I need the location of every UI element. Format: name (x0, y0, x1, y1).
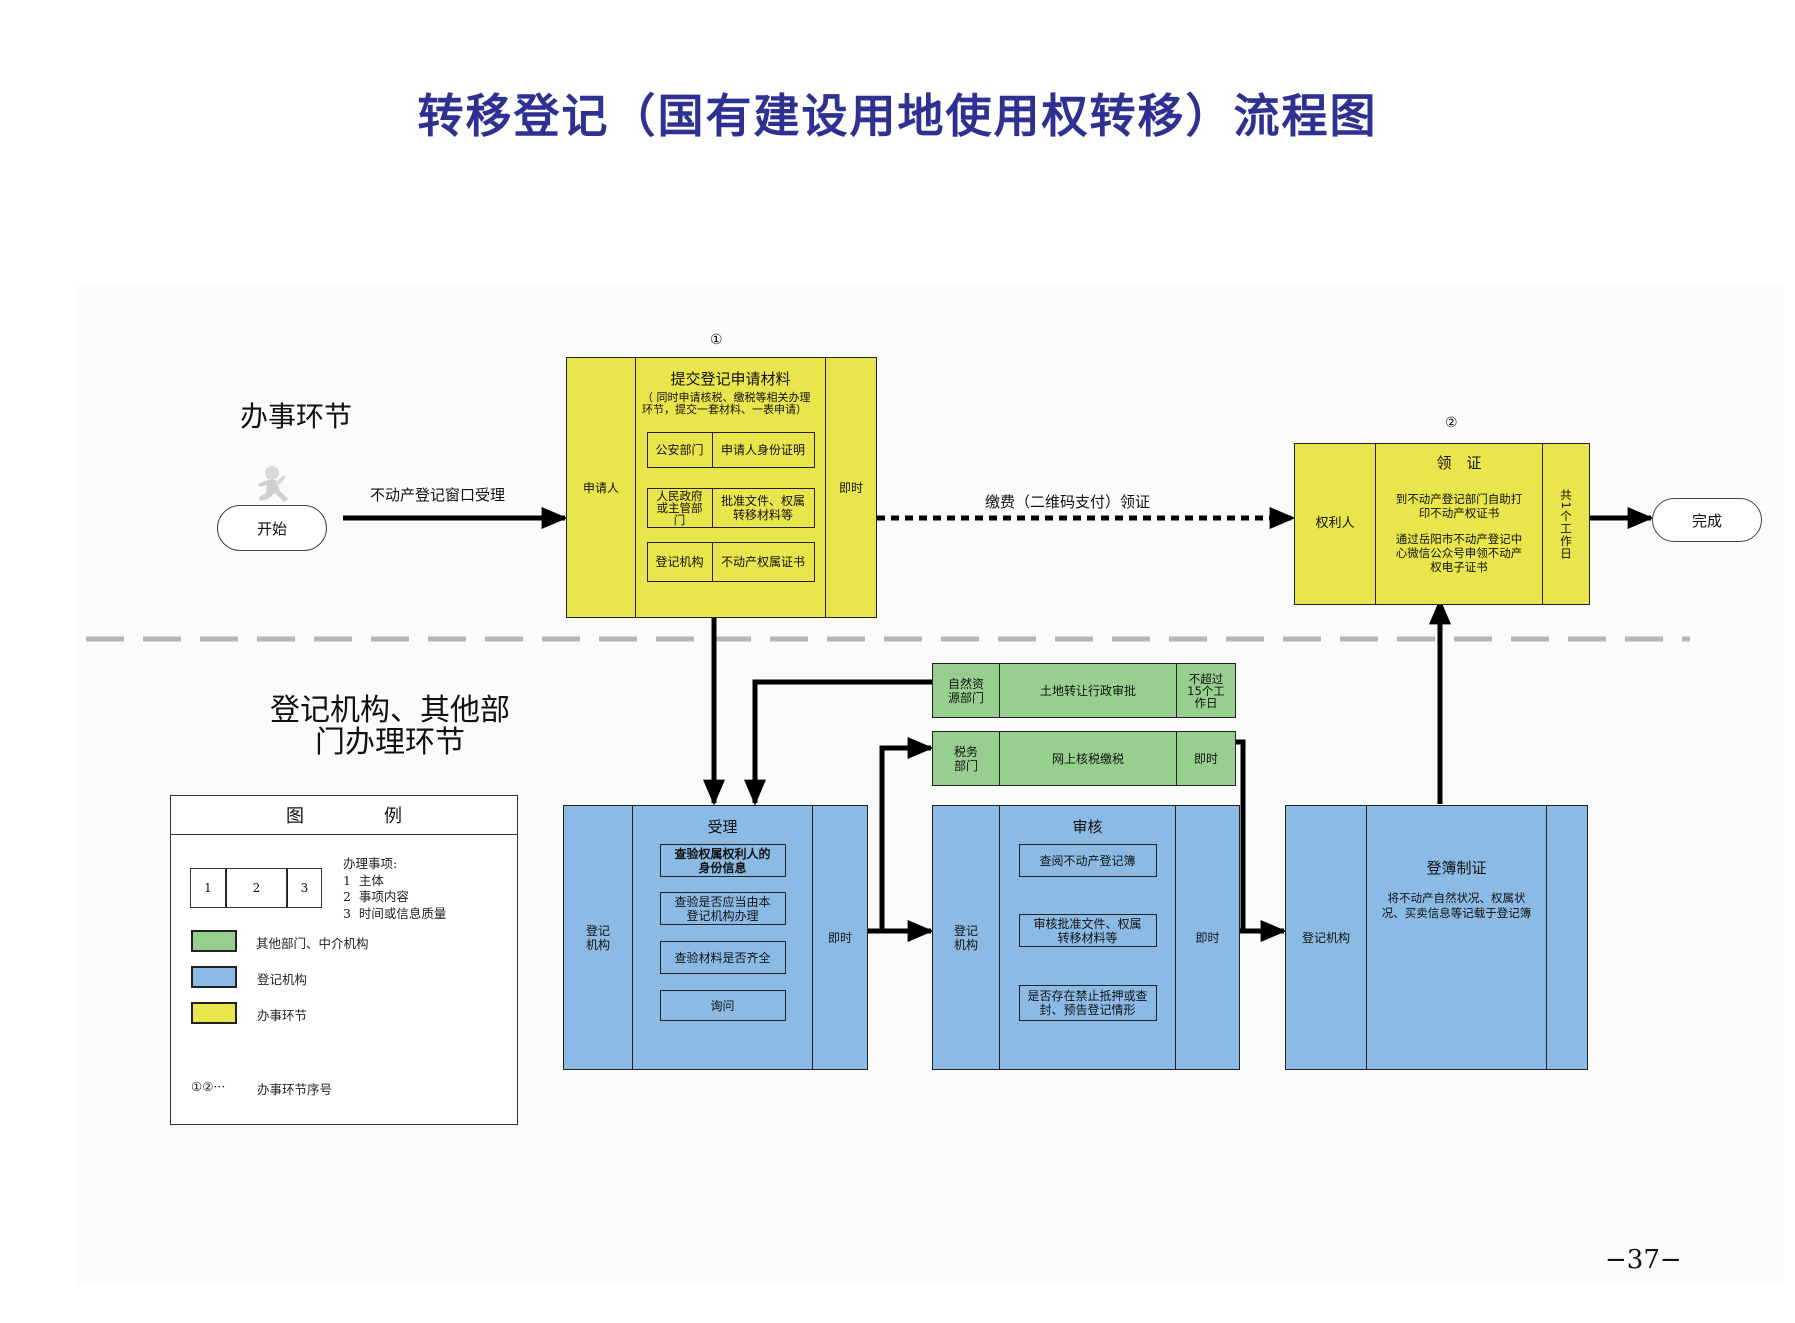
review-content: 审核 查阅不动产登记簿 审核批准文件、权属转移材料等 是否存在禁止抵押或查封、预… (999, 806, 1175, 1069)
blue-subject: 登记机构 (585, 923, 610, 952)
green-time: 不超过15个工作日 (1176, 664, 1235, 717)
register-desc: 将不动产自然状况、权属状况、买卖信息等记载于登记簿 (1381, 891, 1532, 920)
step2-content: 领 证 到不动产登记部门自助打印不动产权证书 通过岳阳市不动产登记中心微信公众号… (1375, 444, 1542, 604)
step2-collect-box: 权利人 领 证 到不动产登记部门自助打印不动产权证书 通过岳阳市不动产登记中心微… (1294, 443, 1590, 605)
material-row: 登记机构 不动产权属证书 (646, 542, 815, 582)
material-item: 批准文件、权属转移材料等 (711, 489, 814, 527)
page-title: 转移登记（国有建设用地使用权转移）流程图 (417, 89, 1378, 143)
step1-subject: 申请人 (582, 480, 619, 495)
arrow-label-window-accept: 不动产登记窗口受理 (370, 486, 506, 504)
legend-swatch-yellow (191, 1002, 237, 1024)
arrow-label-pay-collect: 缴费（二维码支付）领证 (985, 493, 1151, 511)
section-label-bottom: 登记机构、其他部 门办理环节 (250, 695, 530, 759)
legend-swatch-green (191, 930, 237, 952)
legend-cell-sample: 1 2 3 (190, 868, 322, 908)
legend-seq-label: 办事环节序号 (257, 1082, 333, 1097)
accept-title: 受理 (707, 818, 738, 836)
step1-time: 即时 (825, 358, 876, 617)
material-row: 人民政府或主管部门 批准文件、权属转移材料等 (646, 488, 815, 528)
page-number: −37− (1605, 1245, 1682, 1275)
section-label-bottom-line2: 门办理环节 (315, 725, 465, 760)
green-content: 网上核税缴税 (999, 732, 1176, 785)
legend-item: 2 事项内容 (343, 889, 409, 904)
blue-time: 即时 (1175, 806, 1239, 1069)
material-item: 申请人身份证明 (711, 433, 814, 467)
step2-title: 领 证 (1436, 454, 1482, 472)
step2-subject: 权利人 (1315, 516, 1355, 531)
review-title: 审核 (1072, 818, 1103, 836)
legend-items: 办理事项: 1 主体 2 事项内容 3 时间或信息质量 (343, 856, 446, 922)
section-label-bottom-line1: 登记机构、其他部 (270, 693, 510, 728)
check-item: 询问 (659, 990, 786, 1021)
check-item: 查验权属权利人的身份信息 (659, 844, 786, 877)
end-node[interactable]: 完成 (1652, 498, 1762, 542)
review-item: 是否存在禁止抵押或查封、预告登记情形 (1018, 985, 1157, 1021)
green-subject: 自然资源部门 (947, 676, 984, 705)
accept-content: 受理 查验权属权利人的身份信息 查验是否应当由本登记机构办理 查验材料是否齐全 … (632, 806, 812, 1069)
material-source: 登记机构 (655, 555, 704, 569)
start-node[interactable]: 开始 (217, 505, 327, 551)
step2-time: 共1个工作日 (1542, 444, 1589, 604)
accept-box: 登记机构 受理 查验权属权利人的身份信息 查验是否应当由本登记机构办理 查验材料… (563, 805, 868, 1070)
legend-title-a: 图 (286, 806, 304, 827)
step-number-2: ② (1445, 415, 1458, 431)
register-title: 登簿制证 (1426, 859, 1487, 877)
legend-cell: 2 (226, 869, 287, 907)
register-certificate-box: 登记机构 登簿制证 将不动产自然状况、权属状况、买卖信息等记载于登记簿 (1285, 805, 1588, 1070)
blue-subject: 登记机构 (1301, 930, 1350, 945)
material-source: 公安部门 (655, 443, 704, 457)
material-item: 不动产权属证书 (711, 543, 814, 581)
green-content: 土地转让行政审批 (999, 664, 1176, 717)
legend-items-header: 办理事项: (343, 856, 398, 871)
green-time: 即时 (1176, 732, 1235, 785)
step1-title: 提交登记申请材料 (670, 370, 791, 388)
tax-payment-box: 税务部门 网上核税缴税 即时 (932, 731, 1236, 786)
legend-cell: 1 (191, 869, 226, 907)
material-row: 公安部门 申请人身份证明 (646, 432, 815, 468)
step2-line1: 到不动产登记部门自助打印不动产权证书 (1395, 492, 1523, 520)
legend-swatch-label: 办事环节 (257, 1008, 308, 1023)
review-item: 审核批准文件、权属转移材料等 (1018, 914, 1157, 947)
legend-seq-symbol: ①②··· (191, 1079, 226, 1094)
material-source: 人民政府或主管部门 (656, 489, 703, 527)
legend-swatch-blue (191, 966, 237, 988)
step2-line2: 通过岳阳市不动产登记中心微信公众号申领不动产权电子证书 (1395, 532, 1523, 574)
arrow-accept-to-tax (879, 737, 934, 931)
legend-title: 图 例 (171, 796, 517, 835)
legend-swatch-label: 其他部门、中介机构 (256, 936, 369, 951)
land-approval-box: 自然资源部门 土地转让行政审批 不超过15个工作日 (932, 663, 1236, 718)
step1-submit-box: 申请人 提交登记申请材料 （ 同时申请核税、缴税等相关办理环节，提交一套材料、一… (566, 357, 877, 618)
step-number-1: ① (710, 332, 723, 348)
legend-item: 3 时间或信息质量 (343, 905, 447, 921)
blue-time: 即时 (812, 806, 867, 1069)
step1-note: （ 同时申请核税、缴税等相关办理环节，提交一套材料、一表申请） (642, 391, 811, 416)
runner-icon (248, 465, 294, 507)
blue-time (1546, 806, 1587, 1069)
green-subject: 税务部门 (953, 744, 978, 773)
step1-content: 提交登记申请材料 （ 同时申请核税、缴税等相关办理环节，提交一套材料、一表申请）… (635, 358, 825, 617)
legend-cell: 3 (287, 869, 321, 907)
legend-title-b: 例 (384, 806, 402, 827)
section-label-top: 办事环节 (240, 400, 353, 433)
check-item: 查验材料是否齐全 (659, 941, 786, 974)
review-box: 登记机构 审核 查阅不动产登记簿 审核批准文件、权属转移材料等 是否存在禁止抵押… (932, 805, 1240, 1070)
review-item: 查阅不动产登记簿 (1018, 844, 1157, 877)
check-item: 查验是否应当由本登记机构办理 (659, 892, 786, 925)
legend-item: 1 主体 (343, 872, 384, 888)
arrow-tax-to-register (1235, 739, 1246, 931)
register-content: 登簿制证 将不动产自然状况、权属状况、买卖信息等记载于登记簿 (1366, 806, 1546, 1069)
arrow-land-approval-to-accept (744, 679, 932, 806)
blue-subject: 登记机构 (953, 923, 978, 952)
legend: 图 例 1 2 3 办理事项: 1 主体 2 事项内容 3 时间或信息质量 其他… (170, 795, 518, 1125)
legend-swatch-label: 登记机构 (257, 972, 308, 987)
